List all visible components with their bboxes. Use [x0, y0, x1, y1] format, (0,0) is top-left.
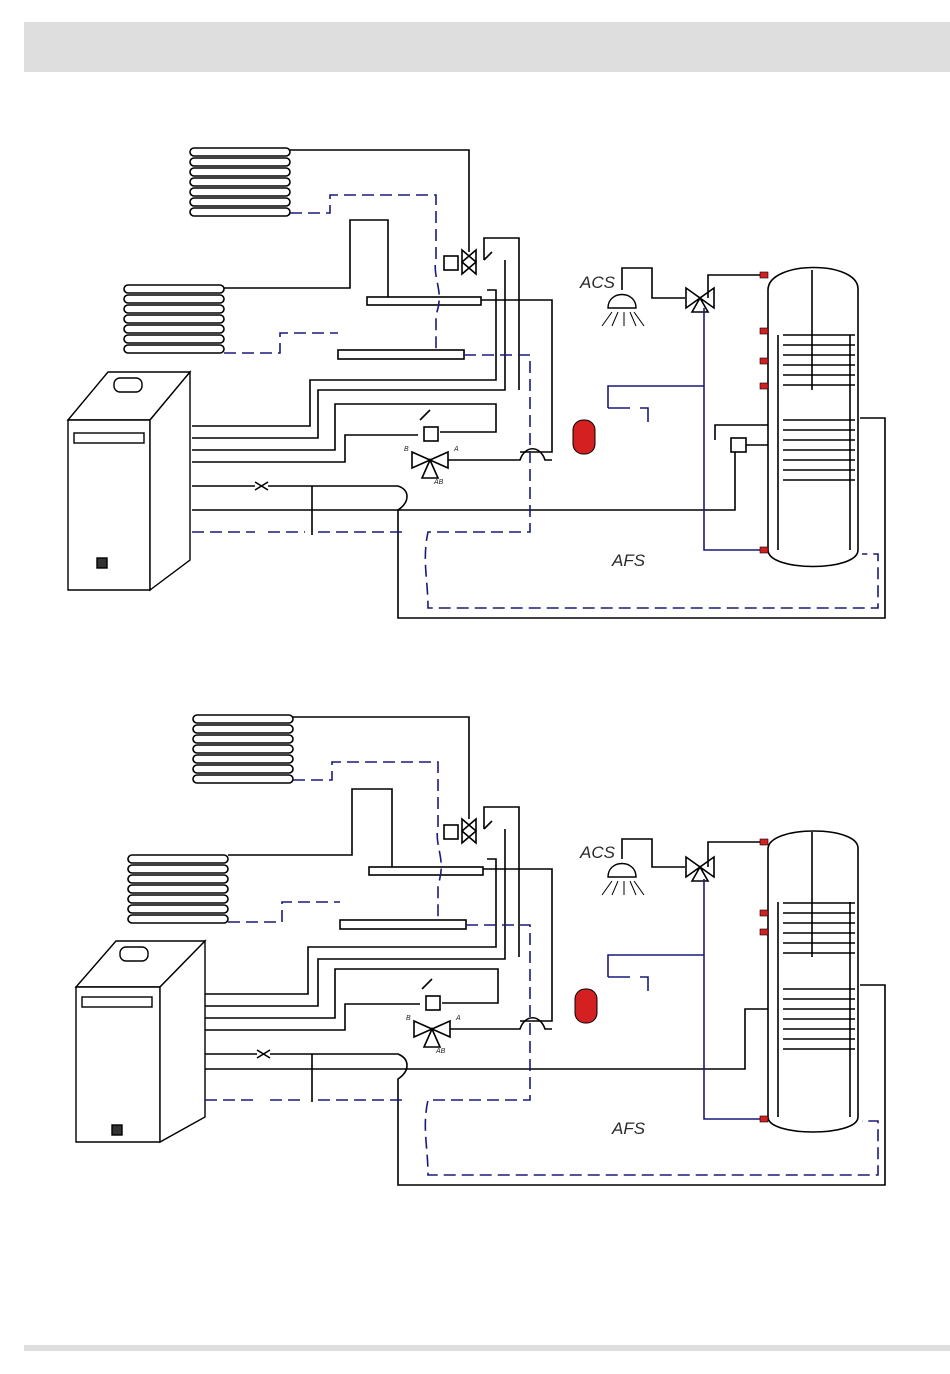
tank-connections — [760, 839, 768, 1122]
radiator-upper — [193, 715, 293, 783]
radiator-upper — [190, 148, 290, 216]
boiler — [76, 941, 205, 1142]
expansion-vessel — [575, 989, 597, 1023]
tank-connections — [760, 272, 768, 553]
expansion-vessel — [573, 420, 595, 454]
schematic-2: ACS AFS B A AB — [0, 707, 950, 1207]
heating-diagram-1: ACS AFS B A AB — [0, 140, 950, 640]
header-band — [24, 22, 950, 72]
boiler — [68, 372, 190, 590]
label-acs: ACS — [579, 843, 616, 862]
label-port-a: A — [455, 1015, 461, 1022]
label-afs: AFS — [611, 551, 646, 570]
schematic-1: ACS AFS B A AB — [0, 140, 950, 640]
label-port-ab: AB — [433, 479, 444, 486]
radiator-lower — [128, 855, 228, 923]
heating-diagram-2: ACS AFS B A AB — [0, 707, 950, 1207]
label-acs: ACS — [579, 273, 616, 292]
label-port-ab: AB — [435, 1048, 446, 1055]
label-port-b: B — [404, 446, 409, 453]
label-port-a: A — [453, 446, 459, 453]
label-afs: AFS — [611, 1119, 646, 1138]
label-port-b: B — [406, 1015, 411, 1022]
radiator-lower — [124, 285, 224, 353]
footer-band — [24, 1345, 950, 1351]
